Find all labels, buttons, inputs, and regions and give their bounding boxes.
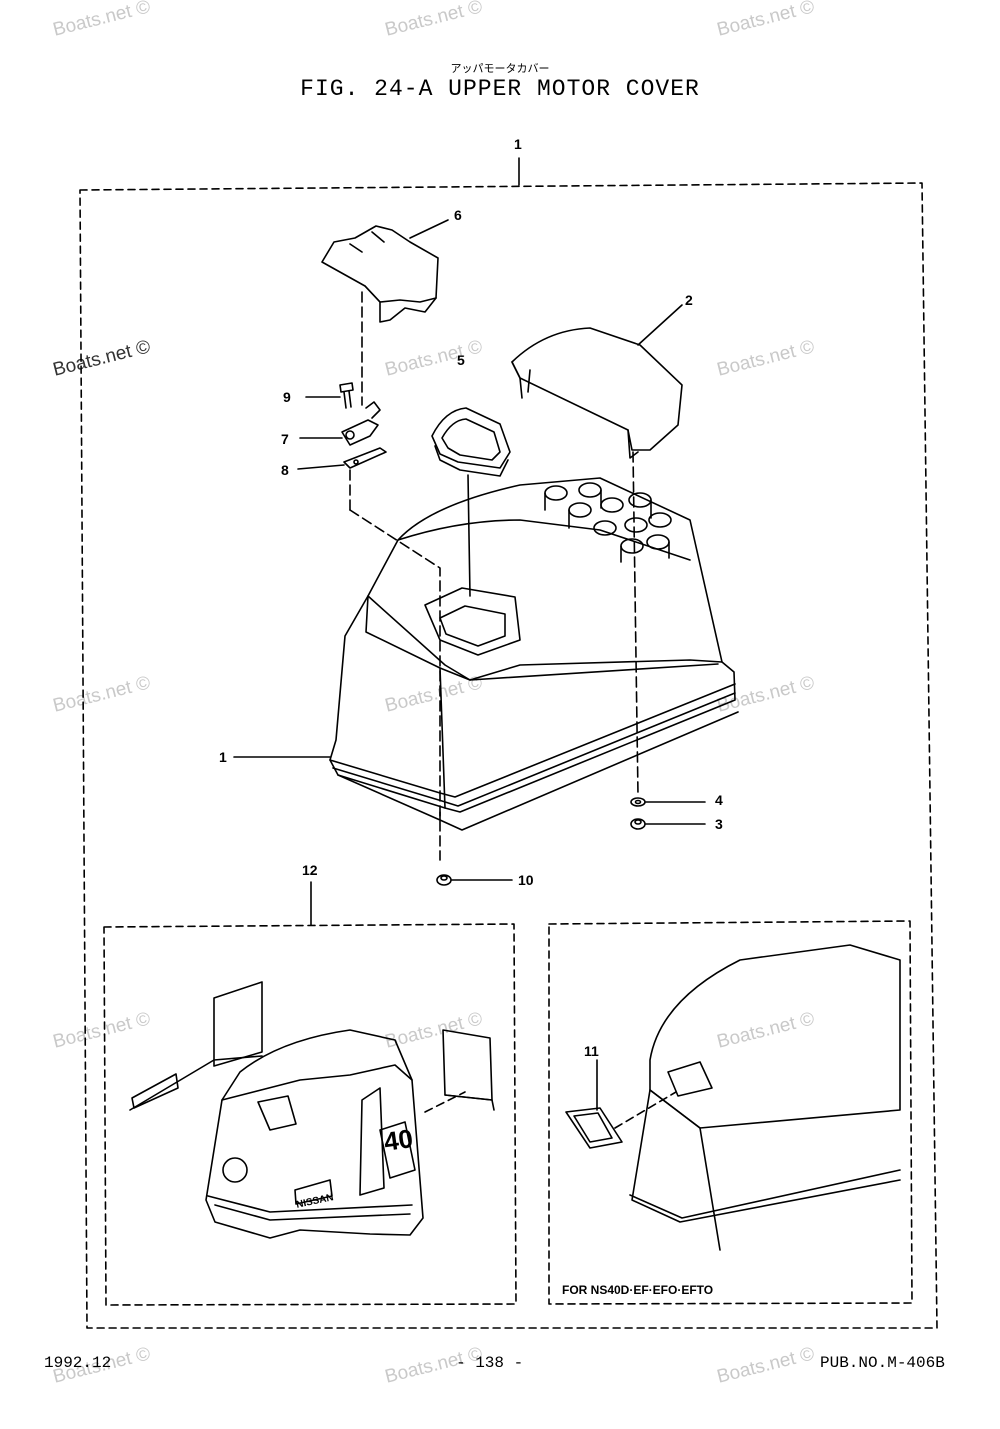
leader-line [467,474,471,597]
small-cover-part [321,225,439,323]
callout-4: 4 [715,792,723,808]
inset-bracket [548,920,913,1305]
decal-set-bracket [103,923,517,1306]
figure-title: FIG. 24-A UPPER MOTOR COVER [300,76,700,102]
footer-publication-number: PUB.NO.M-406B [820,1354,945,1372]
callout-9: 9 [283,389,291,405]
clip-part [341,401,381,446]
callout-12: 12 [302,862,318,878]
leader-line [409,219,449,239]
leader-line [297,464,345,470]
leader-line [424,1091,466,1113]
leader-line [637,304,683,346]
callout-1-assembly: 1 [514,136,522,152]
japanese-title: アッパモータカバー [450,62,550,75]
footer-page-number: - 138 - [456,1354,524,1372]
gasket-part [431,407,511,477]
plate-part [343,447,387,469]
callout-5: 5 [457,352,465,368]
cover-top-fittings [544,482,672,563]
washer-part [630,797,646,807]
nut-part [436,874,452,886]
callout-10: 10 [518,872,534,888]
inset-model-note: FOR NS40D·EF·EFO·EFTO [562,1283,714,1297]
callout-1: 1 [219,749,227,765]
decal-set-cover [205,1029,424,1239]
leader-line [632,451,639,796]
nut-part [630,818,646,830]
leader-line [349,509,441,861]
callout-7: 7 [281,431,289,447]
inset-gasket-part [565,1107,623,1149]
leader-line [614,1091,677,1129]
bolt-part [339,382,354,409]
decal-sheet-left [129,981,263,1111]
callout-11: 11 [584,1043,599,1059]
inset-cover-part [629,944,901,1251]
assembly-bracket [79,182,938,1329]
callout-2: 2 [685,292,693,308]
callout-3: 3 [715,816,723,832]
decal-sheet-right [442,1029,495,1111]
callout-8: 8 [281,462,289,478]
decal-model-text: 40 [381,1123,415,1157]
footer-date: 1992.12 [44,1354,112,1372]
upper-motor-cover-part [329,477,739,831]
cap-cover-part [511,327,683,459]
callout-6: 6 [454,207,462,223]
